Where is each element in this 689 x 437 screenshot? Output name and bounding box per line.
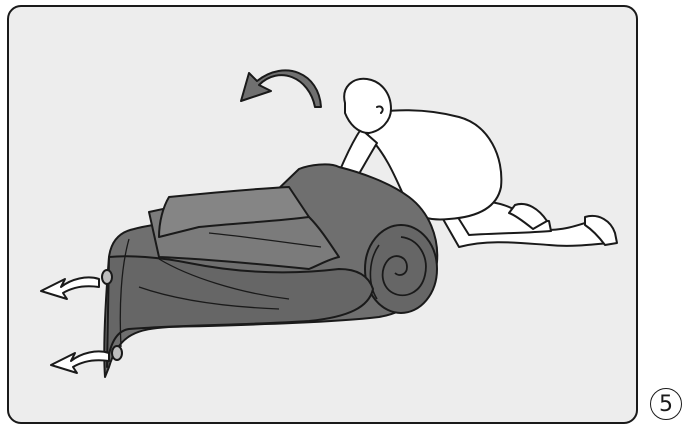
air-valve: [112, 346, 122, 360]
air-outflow-arrow-icon: [51, 351, 109, 373]
illustration-svg: [9, 7, 638, 424]
head: [344, 79, 391, 133]
illustration-panel: [7, 5, 638, 424]
curved-rotate-arrow-icon: [241, 70, 321, 107]
air-valve: [102, 270, 112, 284]
rolled-mattress: [102, 164, 437, 377]
air-outflow-arrow-icon: [41, 277, 99, 299]
step-number-badge: 5: [650, 388, 682, 420]
